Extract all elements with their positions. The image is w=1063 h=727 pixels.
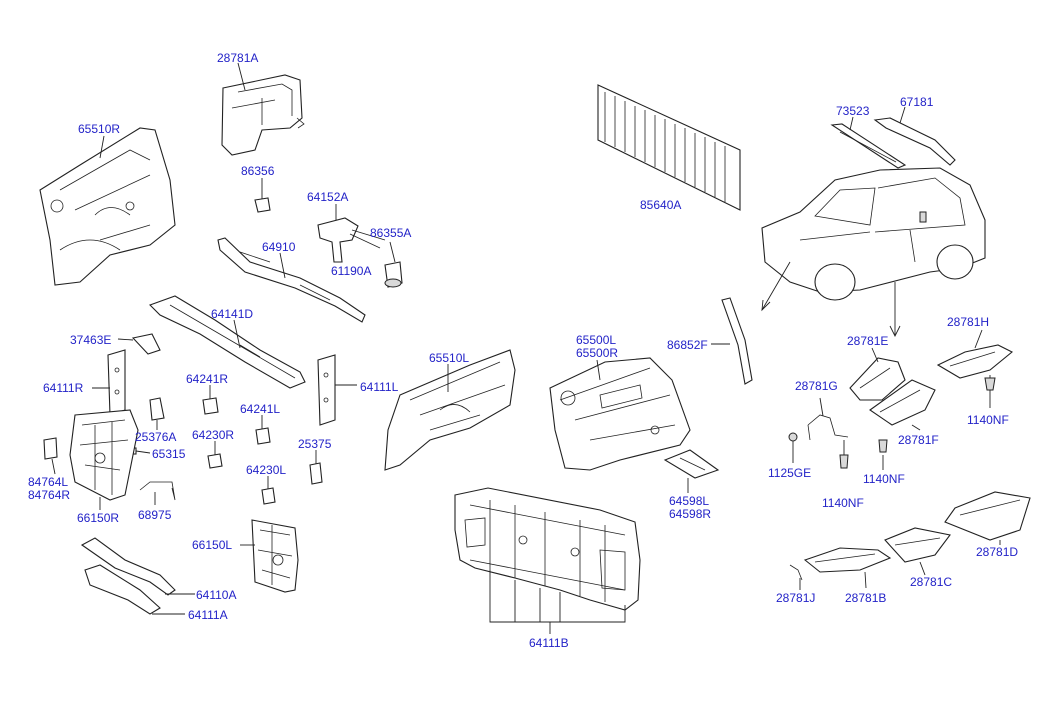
label-25375[interactable]: 25375 [298,437,332,451]
part-28781A-shield [221,74,305,156]
bolt-1140NF-a [984,377,996,391]
label-1125GE[interactable]: 1125GE [768,466,812,480]
label-67181[interactable]: 67181 [900,95,934,109]
part-64110A-member [80,537,176,596]
label-37463E[interactable]: 37463E [70,333,112,347]
label-64598L[interactable]: 64598L [669,494,710,508]
part-67181-strip [873,117,956,166]
part-86355A-mount [384,261,403,288]
part-66150R-panel [69,409,139,501]
label-1140NF-b[interactable]: 1140NF [863,472,905,486]
part-65500-apron [549,357,691,471]
part-28781G-bracket [807,414,849,441]
part-64230L-clip [261,487,276,505]
label-1140NF-a[interactable]: 1140NF [967,413,1009,427]
part-68975-bracket [139,481,176,501]
label-1140NF-c[interactable]: 1140NF [822,496,864,510]
label-86356[interactable]: 86356 [241,164,275,178]
part-85640A-panel [597,84,741,211]
part-28781H-shield [936,344,1014,379]
label-84764L[interactable]: 84764L [28,475,69,489]
label-65500L[interactable]: 65500L [576,333,617,347]
bolt-1140NF-c [839,454,849,469]
label-64152A[interactable]: 64152A [307,190,349,204]
label-64598R[interactable]: 64598R [669,507,712,521]
label-64230R[interactable]: 64230R [192,428,235,442]
label-85640A[interactable]: 85640A [640,198,682,212]
label-61190A[interactable]: 61190A [331,264,372,278]
label-86852F[interactable]: 86852F [667,338,708,352]
part-28781F-shield [869,379,936,426]
part-64241L-clip [255,427,271,445]
label-28781A[interactable]: 28781A [217,51,259,65]
label-64241R[interactable]: 64241R [186,372,229,386]
label-28781J[interactable]: 28781J [776,591,816,605]
part-25375-clip [309,462,323,485]
label-28781D[interactable]: 28781D [976,545,1019,559]
part-64241R-clip [202,397,219,415]
part-65510L-apron [384,349,516,471]
part-28781B-shield [803,547,892,573]
label-84764R[interactable]: 84764R [28,488,71,502]
label-64111B[interactable]: 64111B [529,636,569,650]
label-64910[interactable]: 64910 [262,240,296,254]
part-37463E-clip [131,333,161,355]
part-28781D-shield [944,491,1031,541]
part-86852F-seal [721,297,753,385]
label-64111L[interactable]: 64111L [360,380,399,394]
label-64230L[interactable]: 64230L [246,463,287,477]
label-65315[interactable]: 65315 [152,447,186,461]
label-68975[interactable]: 68975 [138,508,172,522]
part-28781E-shield [849,357,906,401]
label-28781H[interactable]: 28781H [947,315,990,329]
part-28781C-shield [884,527,951,563]
label-25376A[interactable]: 25376A [135,430,177,444]
label-64141D[interactable]: 64141D [211,307,254,321]
label-28781F[interactable]: 28781F [898,433,939,447]
label-28781G[interactable]: 28781G [795,379,838,393]
label-65510L[interactable]: 65510L [429,351,470,365]
part-64111L-reinforcement [317,354,336,426]
part-66150L-panel [251,519,299,593]
label-64110A[interactable]: 64110A [196,588,237,602]
label-66150R[interactable]: 66150R [77,511,120,525]
part-28781J-clip [789,564,803,581]
part-64111R-reinforcement [107,349,126,416]
label-66150L[interactable]: 66150L [192,538,233,552]
label-65510R[interactable]: 65510R [78,122,121,136]
part-73523-strip [830,123,907,169]
part-64910-bar [217,237,366,323]
bolt-1125GE [788,432,798,442]
part-84764-pad [43,437,58,460]
vehicle-outline [761,167,986,301]
part-86356-bracket [254,197,271,213]
label-64111A[interactable]: 64111A [188,608,228,622]
label-28781E[interactable]: 28781E [847,334,889,348]
label-65500R[interactable]: 65500R [576,346,619,360]
part-64141D-member [148,295,306,389]
label-64241L[interactable]: 64241L [240,402,281,416]
label-73523[interactable]: 73523 [836,104,870,118]
part-25376A-clip [149,397,165,421]
part-64152A-bracket [317,217,386,263]
part-64598-bracket [663,449,720,479]
label-28781C[interactable]: 28781C [910,575,953,589]
label-64111R[interactable]: 64111R [43,381,84,395]
label-86355A[interactable]: 86355A [370,226,412,240]
part-64111A-member [84,564,161,615]
part-64230R-clip [207,453,223,469]
part-64111B-support [454,487,641,611]
part-65510R-apron [39,127,176,286]
bolt-1140NF-b [878,439,888,453]
label-28781B[interactable]: 28781B [845,591,887,605]
